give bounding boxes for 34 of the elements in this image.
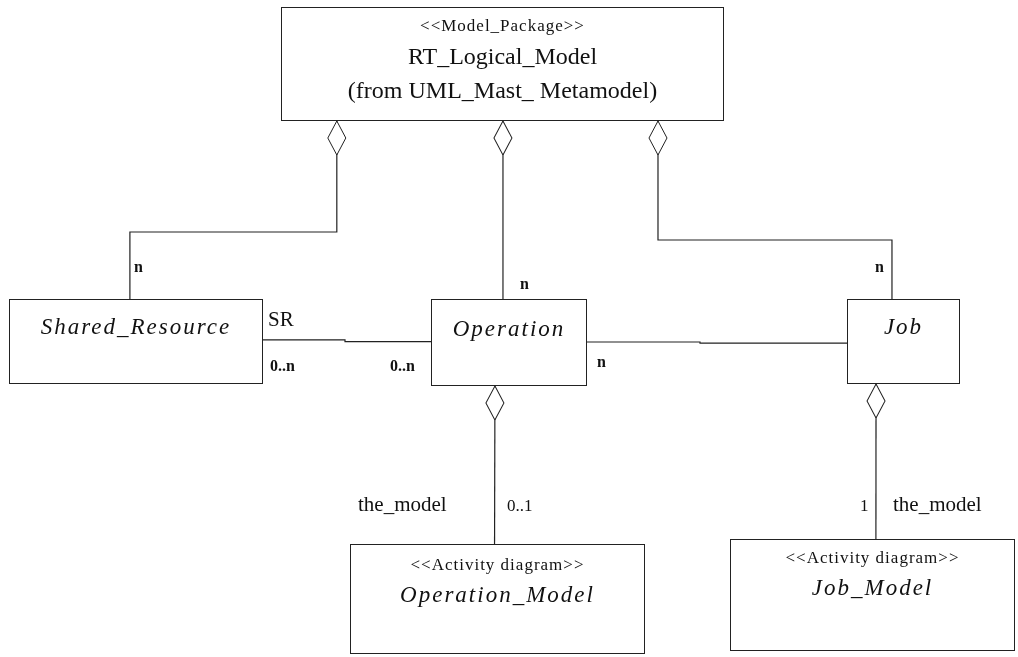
association-line: [586, 341, 848, 344]
multiplicity-label: n: [134, 259, 143, 275]
class-name: RT_Logical_Model: [407, 41, 598, 71]
multiplicity-label: n: [597, 354, 606, 370]
multiplicity-label: 0..n: [270, 358, 295, 374]
class-name: Operation: [452, 315, 566, 343]
aggregation-line: [493, 120, 513, 300]
stereotype-text: <<Activity diagram>>: [410, 554, 585, 576]
role-name: the_model: [358, 494, 447, 515]
role-name: SR: [268, 309, 294, 330]
class-box: [431, 299, 587, 386]
aggregation-line: [648, 120, 893, 300]
multiplicity-label: 0..n: [390, 358, 415, 374]
package-origin-text: (from UML_Mast_ Metamodel): [347, 76, 658, 106]
aggregation-line: [485, 385, 505, 545]
class-name: Job_Model: [811, 573, 934, 602]
association-line: [262, 339, 432, 343]
class-name: Shared_Resource: [40, 313, 232, 341]
role-name: the_model: [893, 494, 982, 515]
aggregation-line: [129, 120, 347, 300]
class-name: Operation_Model: [400, 580, 595, 609]
class-box: [350, 544, 645, 654]
multiplicity-label: n: [875, 259, 884, 275]
aggregation-line: [866, 383, 886, 540]
multiplicity-label: 0..1: [507, 497, 533, 514]
multiplicity-label: n: [520, 276, 529, 292]
class-name: Job: [883, 313, 924, 341]
stereotype-text: <<Activity diagram>>: [785, 547, 960, 569]
class-box: [281, 7, 724, 121]
class-box: [847, 299, 960, 384]
class-box: [730, 539, 1015, 651]
stereotype-text: <<Model_Package>>: [420, 15, 585, 37]
multiplicity-label: 1: [860, 497, 869, 514]
class-box: [9, 299, 263, 384]
